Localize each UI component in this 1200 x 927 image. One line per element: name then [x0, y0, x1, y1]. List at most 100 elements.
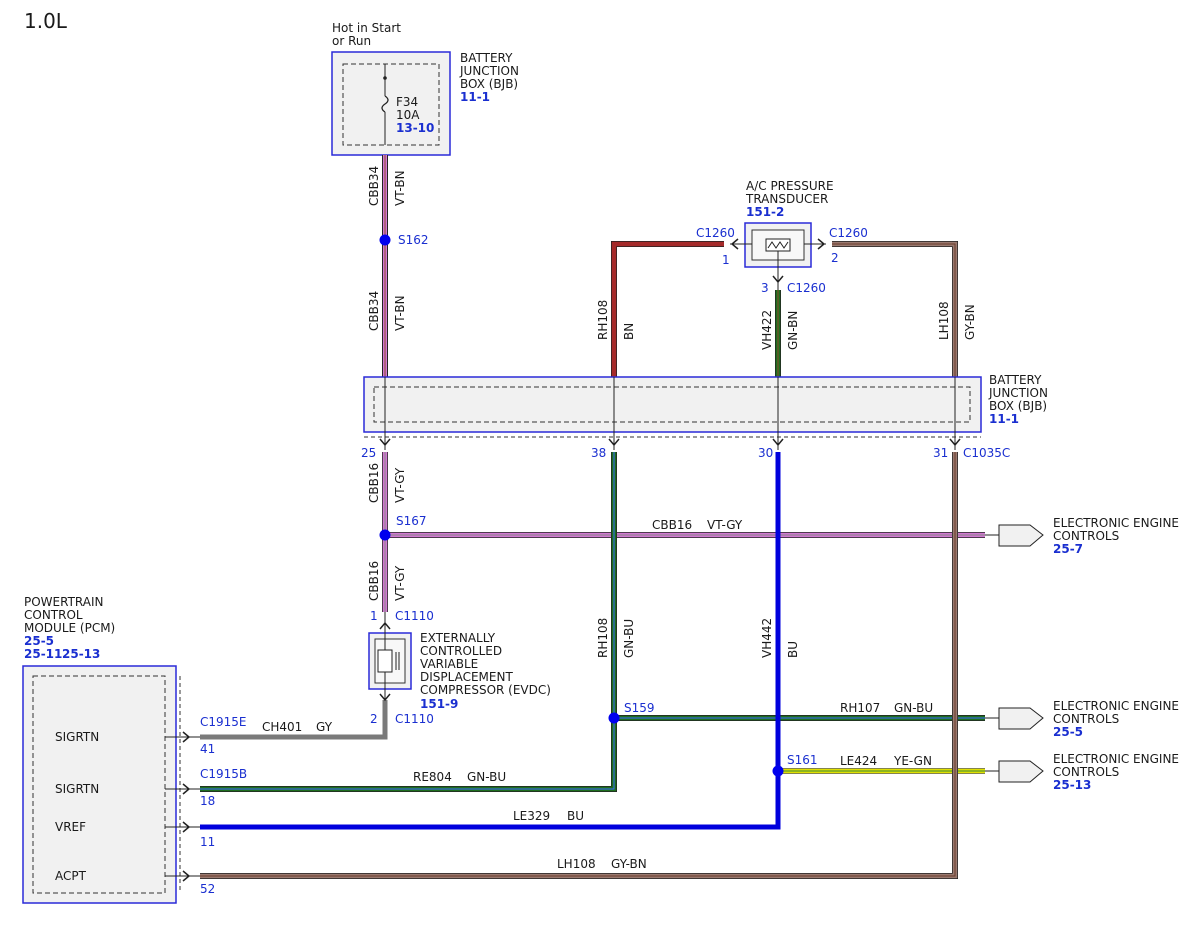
- connector-c1915e: C1915E: [200, 715, 247, 729]
- pcm-pin-label-sigrtn-41: SIGRTN: [55, 730, 99, 744]
- pcm-ref-2: 25-11: [24, 647, 62, 661]
- splice-s167-label: S167: [396, 514, 427, 528]
- wire-vh422-color: GN-BN: [786, 311, 800, 350]
- wire-le424-id: LE424: [840, 754, 877, 768]
- wire-lh108-id-top: LH108: [937, 301, 951, 340]
- bjb-connector: C1035C: [963, 446, 1010, 460]
- pcm-pin-52: 52: [200, 882, 215, 896]
- dest-3-label-2: CONTROLS: [1053, 765, 1119, 779]
- wire-cbb16-id-a: CBB16: [367, 463, 381, 503]
- splice-s167: [379, 529, 391, 541]
- hot-label-1: Hot in Start: [332, 21, 401, 35]
- connector-c1260-right: C1260: [829, 226, 868, 240]
- connector-c1110-bottom: C1110: [395, 712, 434, 726]
- pcm-pin-label-acpt: ACPT: [55, 869, 87, 883]
- wire-vh442-id: VH442: [760, 618, 774, 658]
- bjb-top-label-2: JUNCTION: [459, 64, 519, 78]
- pcm-label-1: POWERTRAIN: [24, 595, 104, 609]
- pcm-module: [22, 665, 200, 904]
- bjb-pin-30: 30: [758, 446, 773, 460]
- evdc-compressor: [368, 612, 412, 702]
- pin-c1260-1: 1: [722, 253, 730, 267]
- fuse-name: F34: [396, 95, 418, 109]
- transducer-label-1: A/C PRESSURE: [746, 179, 834, 193]
- pin-c1260-2: 2: [831, 251, 839, 265]
- dest-1-label-1: ELECTRONIC ENGINE: [1053, 516, 1179, 530]
- wire-le424-color: YE-GN: [893, 754, 932, 768]
- wire-rh108-id-mid: RH108: [596, 618, 610, 658]
- bjb-pin-25: 25: [361, 446, 376, 460]
- wire-re804-id: RE804: [413, 770, 452, 784]
- wire-vh422-id: VH422: [760, 310, 774, 350]
- splice-s161-label: S161: [787, 753, 818, 767]
- transducer-ref: 151-2: [746, 205, 784, 219]
- connector-c1260-left: C1260: [696, 226, 735, 240]
- evdc-label-2: CONTROLLED: [420, 644, 502, 658]
- wire-lh108-color-bottom: GY-BN: [611, 857, 647, 871]
- bjb-mid-label-1: BATTERY: [989, 373, 1042, 387]
- wire-le329-color: BU: [567, 809, 584, 823]
- pcm-ref-1: 25-5: [24, 634, 54, 648]
- fuse-ref: 13-10: [396, 121, 434, 135]
- wires: [200, 155, 985, 879]
- bjb-mid-label-2: JUNCTION: [988, 386, 1048, 400]
- evdc-label-5: COMPRESSOR (EVDC): [420, 683, 551, 697]
- transducer-label-2: TRANSDUCER: [745, 192, 828, 206]
- hot-label-2: or Run: [332, 34, 371, 48]
- wire-cbb34-color-a: VT-BN: [393, 170, 407, 206]
- splice-s159-label: S159: [624, 701, 655, 715]
- wire-cbb16-id-b: CBB16: [367, 561, 381, 601]
- splice-s159: [608, 712, 620, 724]
- evdc-label-4: DISPLACEMENT: [420, 670, 513, 684]
- wire-rh108-color-top: BN: [622, 323, 636, 340]
- pcm-pin-label-sigrtn-18: SIGRTN: [55, 782, 99, 796]
- wire-re804-color: GN-BU: [467, 770, 506, 784]
- wire-lh108-color-top: GY-BN: [963, 304, 977, 340]
- splice-s162: [379, 234, 391, 246]
- wire-rh107-id: RH107: [840, 701, 880, 715]
- pcm-label-2: CONTROL: [24, 608, 83, 622]
- splice-s161: [772, 765, 784, 777]
- pcm-pin-41: 41: [200, 742, 215, 756]
- wire-rh107-color: GN-BU: [894, 701, 933, 715]
- bjb-top-ref: 11-1: [460, 90, 490, 104]
- wire-lh108-id-bottom: LH108: [557, 857, 596, 871]
- dest-3-ref: 25-13: [1053, 778, 1091, 792]
- dest-1-label-2: CONTROLS: [1053, 529, 1119, 543]
- pin-c1110-1: 1: [370, 609, 378, 623]
- pcm-label-3: MODULE (PCM): [24, 621, 115, 635]
- bjb-mid-ref: 11-1: [989, 412, 1019, 426]
- dest-2-label-2: CONTROLS: [1053, 712, 1119, 726]
- wire-ch401-id: CH401: [262, 720, 302, 734]
- wire-cbb16-id-h: CBB16: [652, 518, 692, 532]
- bjb-pin-31: 31: [933, 446, 948, 460]
- connector-c1110-top: C1110: [395, 609, 434, 623]
- page-title: 1.0L: [24, 9, 68, 33]
- wire-cbb16-color-a: VT-GY: [393, 467, 407, 503]
- evdc-label-3: VARIABLE: [420, 657, 478, 671]
- pin-c1260-3: 3: [761, 281, 769, 295]
- pcm-pin-label-vref: VREF: [55, 820, 86, 834]
- battery-junction-box: [363, 376, 982, 450]
- solenoid-icon: [377, 649, 393, 673]
- bjb-pin-38: 38: [591, 446, 606, 460]
- bjb-top-label-3: BOX (BJB): [460, 77, 518, 91]
- wire-rh108-id-top: RH108: [596, 300, 610, 340]
- pin-c1110-2: 2: [370, 712, 378, 726]
- fuse-rating: 10A: [396, 108, 420, 122]
- wire-cbb34-id-a: CBB34: [367, 166, 381, 206]
- wire-le329-id: LE329: [513, 809, 550, 823]
- dest-1-ref: 25-7: [1053, 542, 1083, 556]
- pcm-pin-18: 18: [200, 794, 215, 808]
- ac-pressure-transducer: [730, 222, 826, 290]
- wire-ch401-color: GY: [316, 720, 333, 734]
- splice-s162-label: S162: [398, 233, 429, 247]
- pcm-ref-3: 25-13: [62, 647, 100, 661]
- wire-cbb34-id-b: CBB34: [367, 291, 381, 331]
- wire-rh108-color-mid: GN-BU: [622, 619, 636, 658]
- fuse-box: [331, 51, 451, 156]
- dest-2-label-1: ELECTRONIC ENGINE: [1053, 699, 1179, 713]
- thermistor-icon: [767, 241, 789, 249]
- connector-c1260-bottom: C1260: [787, 281, 826, 295]
